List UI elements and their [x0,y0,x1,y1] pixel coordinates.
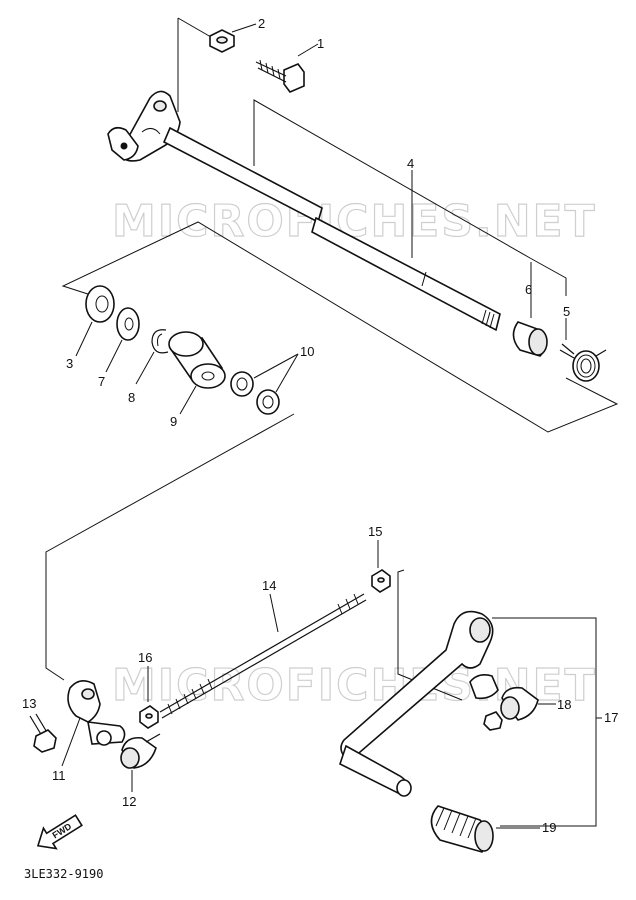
leader-9 [179,385,197,415]
callout-12: 12 [122,794,136,809]
part-11-shift-arm [67,680,126,746]
leader-2 [231,23,257,33]
part-1-bolt [255,59,305,93]
part-5-spring [559,343,607,382]
callout-3: 3 [66,356,73,371]
callout-4: 4 [407,156,414,171]
part-4-shaft [162,126,501,332]
part-14-shift-rod [159,593,367,719]
callout-19: 19 [542,820,556,835]
part-17-shift-pedal [339,610,499,797]
part-16-nut [139,705,159,729]
callout-2: 2 [258,16,265,31]
leader-7 [105,339,123,373]
leader-10a [253,353,299,379]
part-13-bolt [29,713,57,753]
part-12-joint [120,733,161,769]
top-frame-lines [61,17,619,433]
part-7-washer [116,307,140,341]
callout-7: 7 [98,374,105,389]
callout-18: 18 [557,697,571,712]
part-19-pedal-rubber [430,805,494,853]
leader-11 [61,717,81,767]
callout-17: 17 [604,710,618,725]
part-8-circlip [151,329,169,354]
part-15-nut [371,569,391,593]
leader-10b [275,353,299,393]
callout-14: 14 [262,578,276,593]
part-6-collar [512,321,548,357]
part-18-joint [483,686,539,731]
part-2-nut [209,29,235,53]
callout-13: 13 [22,696,36,711]
part-9-bushing [168,331,226,389]
leader-14 [269,593,279,633]
callout-9: 9 [170,414,177,429]
fwd-arrow-icon: FWD [36,814,83,850]
diagram-code: 3LE332-9190 [24,867,103,881]
callout-6: 6 [525,282,532,297]
callout-5: 5 [563,304,570,319]
callout-1: 1 [317,36,324,51]
leader-1 [297,43,319,57]
callout-11: 11 [52,768,66,783]
shift-shaft-arm [107,90,181,162]
callout-8: 8 [128,390,135,405]
part-3-oil-seal [85,285,115,323]
callout-10: 10 [300,344,314,359]
callout-16: 16 [138,650,152,665]
leader-8 [135,351,155,385]
leader-3 [75,321,93,357]
part-10-bearings [230,371,280,415]
callout-15: 15 [368,524,382,539]
